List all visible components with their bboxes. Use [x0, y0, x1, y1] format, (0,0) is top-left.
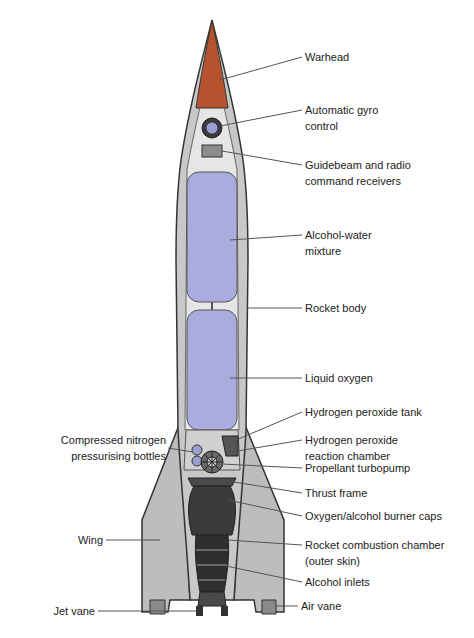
part-label: Propellant turbopump: [305, 460, 465, 476]
part-label: Thrust frame: [305, 485, 465, 501]
rocket-interior: [185, 60, 239, 430]
leader-line: [222, 464, 302, 468]
leader-line: [228, 500, 302, 516]
part-label: Air vane: [301, 598, 421, 614]
part-label: Rocket body: [305, 300, 425, 316]
part-label: Liquid oxygen: [305, 370, 425, 386]
gyro-core: [207, 123, 218, 134]
burner-caps: [189, 486, 236, 535]
turbopump: [201, 451, 223, 473]
rocket-body: [176, 20, 248, 600]
nozzle: [198, 592, 226, 606]
combustion-chamber: [195, 535, 228, 592]
part-label: Alcohol-water mixture: [305, 227, 387, 259]
part-label: Rocket combustion chamber (outer skin): [305, 537, 457, 569]
alcohol-tank: [187, 172, 237, 302]
leader-line: [220, 110, 302, 126]
part-label: Hydrogen peroxide reaction chamber: [305, 432, 417, 464]
jet-vane: [196, 606, 203, 616]
jet-vane: [221, 606, 228, 616]
part-label: Oxygen/alcohol burner caps: [305, 508, 473, 524]
leader-line: [226, 566, 302, 582]
leader-line: [234, 482, 302, 493]
thrust-frame: [188, 478, 236, 486]
leader-line: [247, 308, 302, 309]
pipe: [211, 302, 213, 310]
part-label: Hydrogen peroxide tank: [305, 404, 465, 420]
alcohol-inlets: [196, 550, 228, 580]
leader-line: [222, 151, 302, 165]
part-label: Warhead: [305, 49, 425, 65]
leader-lines: [98, 57, 302, 611]
leader-line: [220, 57, 302, 80]
receivers: [202, 145, 222, 157]
leader-line: [168, 448, 193, 452]
part-label: Jet vane: [5, 603, 95, 619]
leader-line: [236, 412, 302, 440]
leader-line: [232, 440, 302, 452]
leader-line: [276, 606, 298, 607]
nitrogen-bottle: [192, 456, 202, 466]
part-label: Wing: [43, 532, 103, 548]
warhead: [196, 20, 228, 108]
air-vane: [150, 600, 165, 614]
leader-line: [230, 378, 302, 379]
oxygen-tank: [187, 310, 237, 430]
part-label: Alcohol inlets: [305, 574, 465, 590]
nitrogen-bottle: [192, 445, 202, 455]
air-vane: [262, 600, 276, 614]
part-label: Guidebeam and radio command receivers: [305, 157, 417, 189]
leader-line: [230, 235, 302, 240]
part-label: Automatic gyro control: [305, 102, 387, 134]
turbopump-spokes: [201, 451, 223, 473]
part-label: Compressed nitrogen pressurising bottles: [36, 432, 166, 464]
leader-line: [228, 540, 302, 545]
leader-line: [98, 611, 196, 612]
leader-line: [106, 540, 160, 541]
gyro: [202, 118, 222, 138]
peroxide-tank: [222, 436, 238, 456]
